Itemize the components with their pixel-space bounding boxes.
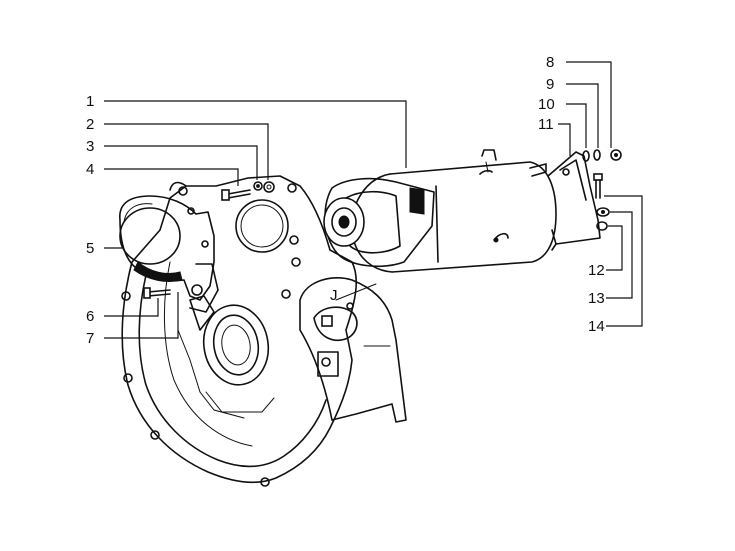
bolt-6	[143, 287, 171, 299]
callout-10: 10	[538, 96, 555, 113]
callout-13: 13	[588, 290, 605, 307]
callout-2: 2	[86, 116, 94, 133]
callout-8: 8	[546, 54, 554, 71]
callout-labels: 1 2 3 4 5 6 7 8 9 10 11 12 13 14	[86, 54, 605, 347]
bolt-14	[593, 173, 603, 199]
washer-2	[263, 181, 275, 193]
starter-cover-bracket	[119, 195, 219, 313]
callout-5: 5	[86, 240, 94, 257]
washer-13	[596, 207, 610, 217]
part-stamp-label: J	[330, 287, 338, 304]
gear-case	[299, 277, 407, 423]
nut-8	[610, 149, 622, 161]
starter-motor	[323, 149, 557, 273]
washer-12	[596, 221, 608, 231]
callout-6: 6	[86, 308, 94, 325]
bolt-4	[221, 189, 251, 201]
leader-lines	[104, 61, 643, 339]
callout-12: 12	[588, 262, 605, 279]
washer-9	[593, 149, 601, 161]
callout-4: 4	[86, 161, 94, 178]
flywheel-housing: J	[121, 175, 358, 487]
callout-3: 3	[86, 138, 94, 155]
washer-3	[253, 181, 263, 191]
rear-support-bracket	[547, 151, 601, 251]
callout-7: 7	[86, 330, 94, 347]
callout-11: 11	[538, 116, 554, 133]
callout-1: 1	[86, 93, 94, 110]
callout-14: 14	[588, 318, 605, 335]
callout-9: 9	[546, 76, 554, 93]
washer-10	[582, 150, 590, 162]
